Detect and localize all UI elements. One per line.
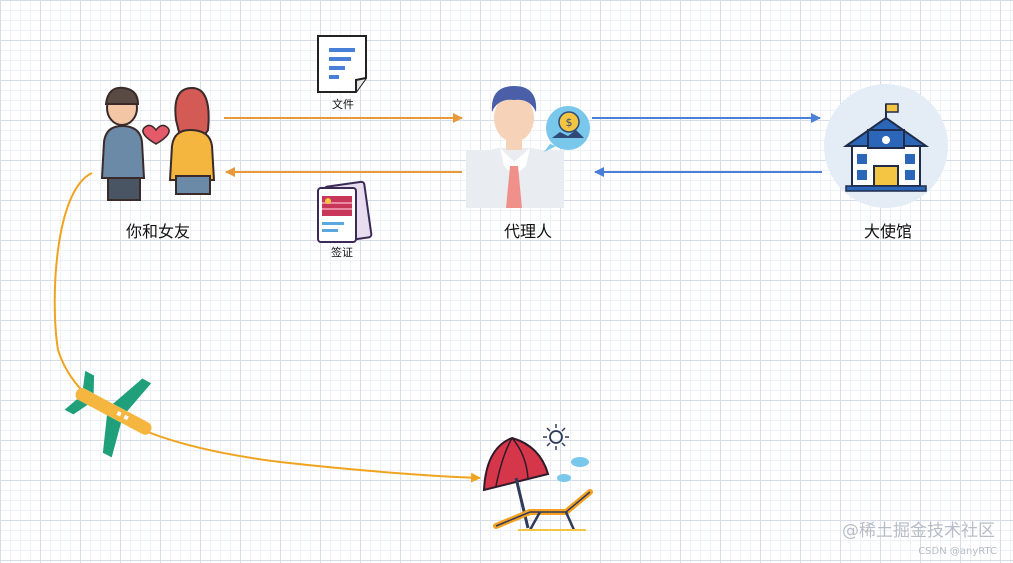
couple-label: 你和女友 [126, 222, 190, 241]
airplane-icon [64, 370, 152, 458]
embassy-label: 大使馆 [864, 222, 912, 241]
svg-text:$: $ [566, 116, 573, 129]
watermark-site: @稀土掘金技术社区 [842, 521, 995, 541]
document-label: 文件 [332, 97, 354, 111]
agent-label: 代理人 [504, 222, 552, 241]
embassy-icon [824, 84, 948, 208]
edge-flight-path [53, 172, 481, 483]
agent-icon: $ [466, 86, 590, 208]
watermark-author: CSDN @anyRTC [918, 546, 997, 557]
beach-umbrella-icon [482, 424, 593, 531]
couple-icon [100, 86, 216, 201]
visa-icon [317, 180, 373, 244]
visa-label: 签证 [331, 245, 353, 259]
document-icon [317, 35, 367, 93]
